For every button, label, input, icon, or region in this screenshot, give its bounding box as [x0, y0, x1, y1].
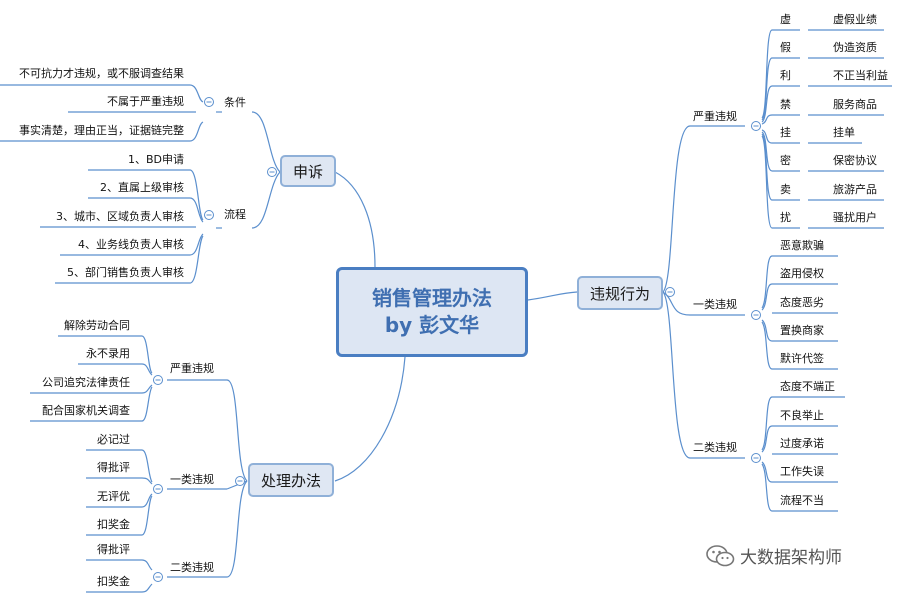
violation-char[interactable]: 挂: [780, 126, 791, 139]
violation-class2-item[interactable]: 不良举止: [780, 409, 824, 422]
branch-appeal[interactable]: 申诉: [280, 155, 336, 187]
violation-class2-item[interactable]: 工作失误: [780, 465, 824, 478]
process-item[interactable]: 1、BD申请: [127, 153, 184, 166]
violation-char[interactable]: 假: [780, 41, 791, 54]
handling-severe-item[interactable]: 解除劳动合同: [64, 319, 130, 332]
violations-class2[interactable]: 二类违规: [693, 441, 737, 454]
violation-severe-item[interactable]: 保密协议: [833, 154, 877, 167]
handling-class1-item[interactable]: 得批评: [97, 461, 130, 474]
handling-class2[interactable]: 二类违规: [170, 561, 214, 574]
violations-severe[interactable]: 严重违规: [693, 110, 737, 123]
watermark: 大数据架构师: [706, 543, 842, 568]
violation-class1-item[interactable]: 态度恶劣: [780, 296, 824, 309]
condition-item[interactable]: 不可抗力才违规，或不服调查结果: [19, 67, 184, 80]
process-item[interactable]: 2、直属上级审核: [100, 181, 184, 194]
topic-process[interactable]: 流程: [224, 208, 246, 221]
violation-char[interactable]: 禁: [780, 98, 791, 111]
violation-severe-item[interactable]: 伪造资质: [833, 41, 877, 54]
violation-class1-item[interactable]: 置换商家: [780, 324, 824, 337]
violation-class1-item[interactable]: 默许代签: [780, 352, 824, 365]
violation-char[interactable]: 虚: [780, 13, 791, 26]
handling-class1[interactable]: 一类违规: [170, 473, 214, 486]
violation-char[interactable]: 密: [780, 154, 791, 167]
violation-severe-item[interactable]: 服务商品: [833, 98, 877, 111]
topic-conditions[interactable]: 条件: [224, 96, 246, 109]
violation-class2-item[interactable]: 流程不当: [780, 494, 824, 507]
process-item[interactable]: 5、部门销售负责人审核: [67, 266, 184, 279]
violation-char[interactable]: 扰: [780, 211, 791, 224]
process-item[interactable]: 4、业务线负责人审核: [78, 238, 184, 251]
violation-char[interactable]: 利: [780, 69, 791, 82]
violation-severe-item[interactable]: 挂单: [833, 126, 855, 139]
violation-class2-item[interactable]: 过度承诺: [780, 437, 824, 450]
violations-class1[interactable]: 一类违规: [693, 298, 737, 311]
violation-severe-item[interactable]: 不正当利益: [833, 69, 888, 82]
condition-item[interactable]: 不属于严重违规: [107, 95, 184, 108]
handling-class1-item[interactable]: 必记过: [97, 433, 130, 446]
violation-class1-item[interactable]: 恶意欺骗: [780, 239, 824, 252]
violation-class2-item[interactable]: 态度不端正: [780, 380, 835, 393]
wechat-icon: [706, 544, 735, 566]
root-topic[interactable]: 销售管理办法 by 彭文华: [336, 267, 528, 357]
condition-item[interactable]: 事实清楚，理由正当，证据链完整: [19, 124, 184, 137]
root-author: by 彭文华: [384, 313, 480, 337]
branch-violations[interactable]: 违规行为: [577, 276, 663, 310]
handling-class2-item[interactable]: 扣奖金: [97, 575, 130, 588]
handling-class1-item[interactable]: 扣奖金: [97, 518, 130, 531]
violation-severe-item[interactable]: 虚假业绩: [833, 13, 877, 26]
branch-handling[interactable]: 处理办法: [248, 463, 334, 497]
watermark-text: 大数据架构师: [740, 548, 842, 568]
violation-severe-item[interactable]: 旅游产品: [833, 183, 877, 196]
handling-severe-item[interactable]: 配合国家机关调查: [42, 404, 130, 417]
handling-severe-item[interactable]: 永不录用: [86, 347, 130, 360]
violation-char[interactable]: 卖: [780, 183, 791, 196]
handling-severe[interactable]: 严重违规: [170, 362, 214, 375]
process-item[interactable]: 3、城市、区域负责人审核: [56, 210, 184, 223]
handling-severe-item[interactable]: 公司追究法律责任: [42, 376, 130, 389]
root-title: 销售管理办法: [372, 286, 492, 310]
handling-class2-item[interactable]: 得批评: [97, 543, 130, 556]
violation-severe-item[interactable]: 骚扰用户: [833, 211, 877, 224]
violation-class1-item[interactable]: 盗用侵权: [780, 267, 824, 280]
handling-class1-item[interactable]: 无评优: [97, 490, 130, 503]
